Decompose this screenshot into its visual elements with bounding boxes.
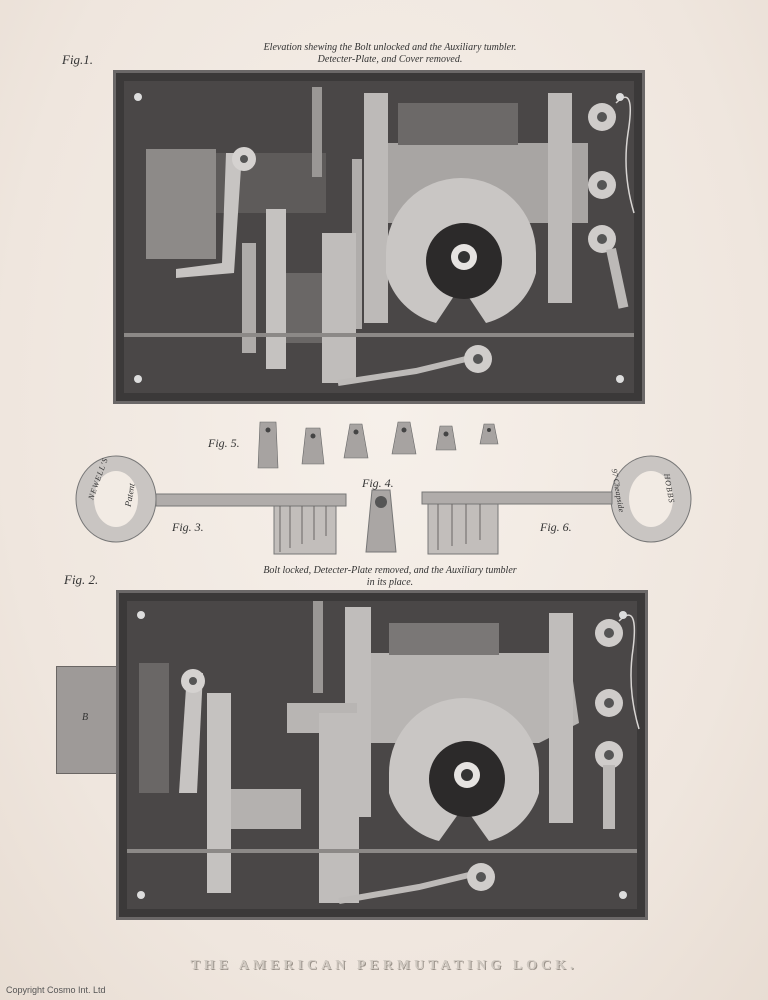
fig2-caption-line2: in its place. bbox=[366, 577, 414, 588]
fig3-label: Fig. 3. bbox=[172, 520, 204, 534]
fig1-bolt-block bbox=[146, 149, 216, 259]
fig5-label: Fig. 5. bbox=[208, 436, 240, 450]
fig1-post-right bbox=[548, 93, 572, 303]
fig5-tumbler-1 bbox=[257, 421, 279, 469]
fig2-bolt-letter: B bbox=[82, 712, 89, 723]
fig2-bolt-extended bbox=[56, 666, 120, 774]
keys-drawing bbox=[75, 455, 692, 555]
fig2-curtain bbox=[389, 698, 539, 841]
fig2-post-right bbox=[549, 613, 573, 823]
fig2-lock-plate bbox=[116, 590, 648, 920]
key-right-bit bbox=[427, 503, 499, 555]
fig2-label: Fig. 2. bbox=[64, 572, 99, 587]
fig1-caption-line1: Elevation shewing the Bolt unlocked and … bbox=[263, 42, 517, 53]
fig5-tumbler-5 bbox=[435, 425, 457, 451]
fig1-label: Fig.1. bbox=[62, 52, 94, 67]
fig5-tumbler-3 bbox=[343, 423, 369, 459]
fig2-caption: Bolt locked, Detecter-Plate removed, and… bbox=[170, 565, 610, 589]
fig1-caption-line2: Detecter-Plate, and Cover removed. bbox=[317, 54, 463, 65]
fig5-tumbler-4 bbox=[391, 421, 417, 455]
fig5-tumblers bbox=[257, 421, 499, 469]
fig2-lock-drawing bbox=[119, 593, 645, 917]
fig2-caption-line1: Bolt locked, Detecter-Plate removed, and… bbox=[263, 565, 517, 576]
fig1-post-left bbox=[364, 93, 388, 323]
fig1-lock-drawing bbox=[116, 73, 642, 401]
fig6-label: Fig. 6. bbox=[540, 520, 572, 534]
fig5-tumbler-6 bbox=[479, 423, 499, 445]
fig2-lever-l bbox=[179, 673, 203, 793]
fig1-lever-l bbox=[176, 153, 242, 278]
copyright-watermark: Copyright Cosmo Int. Ltd bbox=[6, 985, 106, 995]
fig1-caption: Elevation shewing the Bolt unlocked and … bbox=[160, 42, 620, 66]
fig5-tumbler-2 bbox=[301, 427, 325, 465]
key-left-bit bbox=[273, 505, 337, 555]
fig2-rack bbox=[319, 713, 359, 903]
fig1-lock-plate bbox=[113, 70, 645, 404]
fig4-label: Fig. 4. bbox=[362, 476, 394, 490]
fig4-tumbler bbox=[365, 489, 397, 553]
plate-title: THE AMERICAN PERMUTATING LOCK. bbox=[190, 958, 578, 973]
fig1-rack bbox=[322, 233, 356, 383]
key-right-shank bbox=[421, 491, 613, 505]
fig1-curtain bbox=[386, 178, 536, 323]
key-left-shank bbox=[155, 493, 347, 507]
